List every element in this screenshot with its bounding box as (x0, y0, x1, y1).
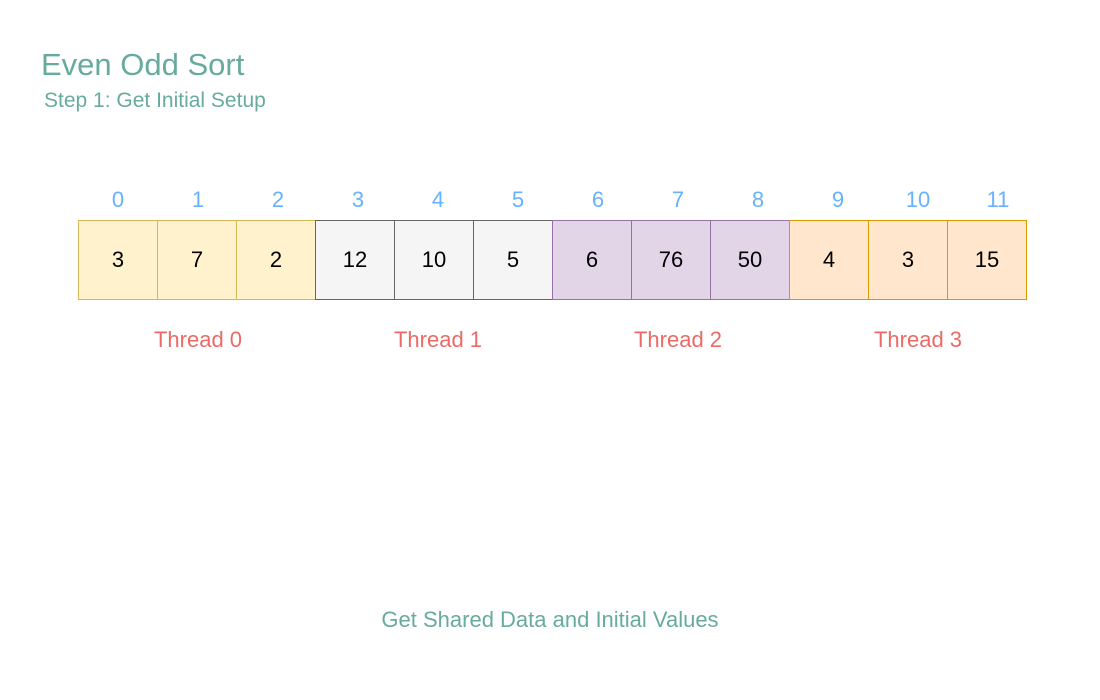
thread-label: Thread 0 (153, 327, 243, 352)
thread-label: Thread 3 (873, 327, 963, 352)
array-index: 2 (271, 187, 285, 212)
array-index: 1 (191, 187, 205, 212)
array-cell: 12 (315, 220, 395, 300)
array-cell: 3 (78, 220, 158, 300)
array-cell: 15 (947, 220, 1027, 300)
array-index: 7 (671, 187, 685, 212)
array-index: 0 (111, 187, 125, 212)
shared-array: 3 7 2 12 10 5 6 76 50 4 3 15 (78, 220, 1038, 300)
array-cell: 2 (236, 220, 316, 300)
array-index: 9 (831, 187, 845, 212)
array-cell: 6 (552, 220, 632, 300)
array-cell: 50 (710, 220, 790, 300)
diagram-title: Even Odd Sort (41, 47, 245, 82)
array-index: 10 (905, 187, 931, 212)
array-cell: 10 (394, 220, 474, 300)
array-index: 6 (591, 187, 605, 212)
array-index: 4 (431, 187, 445, 212)
thread-label: Thread 1 (393, 327, 483, 352)
array-index: 11 (986, 187, 1010, 212)
array-cell: 3 (868, 220, 948, 300)
diagram-subtitle: Step 1: Get Initial Setup (44, 89, 266, 112)
array-cell: 7 (157, 220, 237, 300)
array-index: 5 (511, 187, 525, 212)
index-row: 0 1 2 3 4 5 6 7 8 9 10 11 (78, 186, 1038, 214)
thread-label: Thread 2 (633, 327, 723, 352)
array-cell: 4 (789, 220, 869, 300)
array-index: 3 (351, 187, 365, 212)
array-cell: 5 (473, 220, 553, 300)
thread-labels: Thread 0 Thread 1 Thread 2 Thread 3 (78, 326, 1038, 356)
array-index: 8 (751, 187, 765, 212)
array-cell: 76 (631, 220, 711, 300)
step-caption: Get Shared Data and Initial Values (381, 607, 719, 632)
